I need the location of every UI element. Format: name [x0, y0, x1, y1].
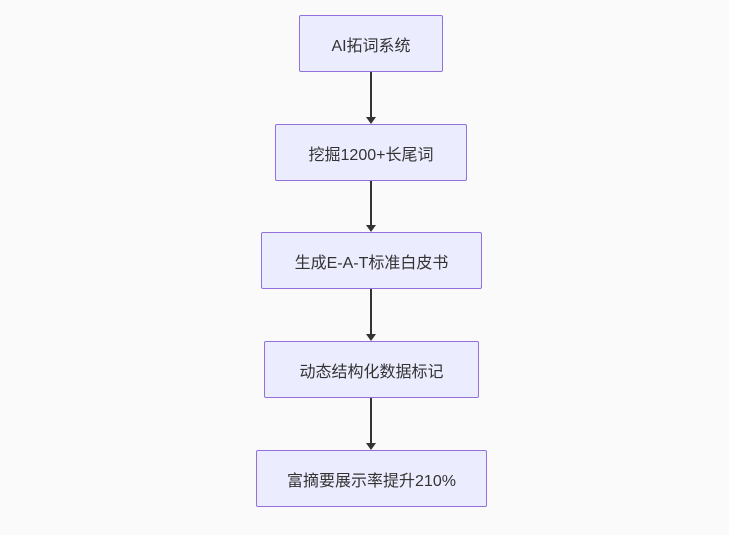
arrowhead-down-icon: [366, 443, 376, 450]
flowchart-node-ai-keyword-system: AI拓词系统: [299, 15, 443, 72]
flowchart-edge-2: [365, 181, 377, 232]
node-label: 富摘要展示率提升210%: [287, 472, 456, 490]
arrowhead-down-icon: [366, 117, 376, 124]
arrowhead-down-icon: [366, 334, 376, 341]
arrowhead-down-icon: [366, 225, 376, 232]
node-label: 挖掘1200+长尾词: [308, 146, 434, 164]
node-label: 动态结构化数据标记: [299, 363, 444, 381]
edge-line: [370, 289, 372, 334]
flowchart-node-structured-data: 动态结构化数据标记: [264, 341, 479, 398]
edge-line: [370, 398, 372, 443]
flowchart-edge-3: [365, 289, 377, 341]
flowchart-node-eat-whitepaper: 生成E-A-T标准白皮书: [261, 232, 482, 289]
flowchart-node-rich-snippet-result: 富摘要展示率提升210%: [256, 450, 487, 507]
edge-line: [370, 181, 372, 225]
node-label: AI拓词系统: [331, 37, 411, 55]
node-label: 生成E-A-T标准白皮书: [294, 254, 449, 272]
edge-line: [370, 72, 372, 117]
flowchart-node-longtail-mining: 挖掘1200+长尾词: [275, 124, 467, 181]
flowchart-edge-1: [365, 72, 377, 124]
flowchart-edge-4: [365, 398, 377, 450]
